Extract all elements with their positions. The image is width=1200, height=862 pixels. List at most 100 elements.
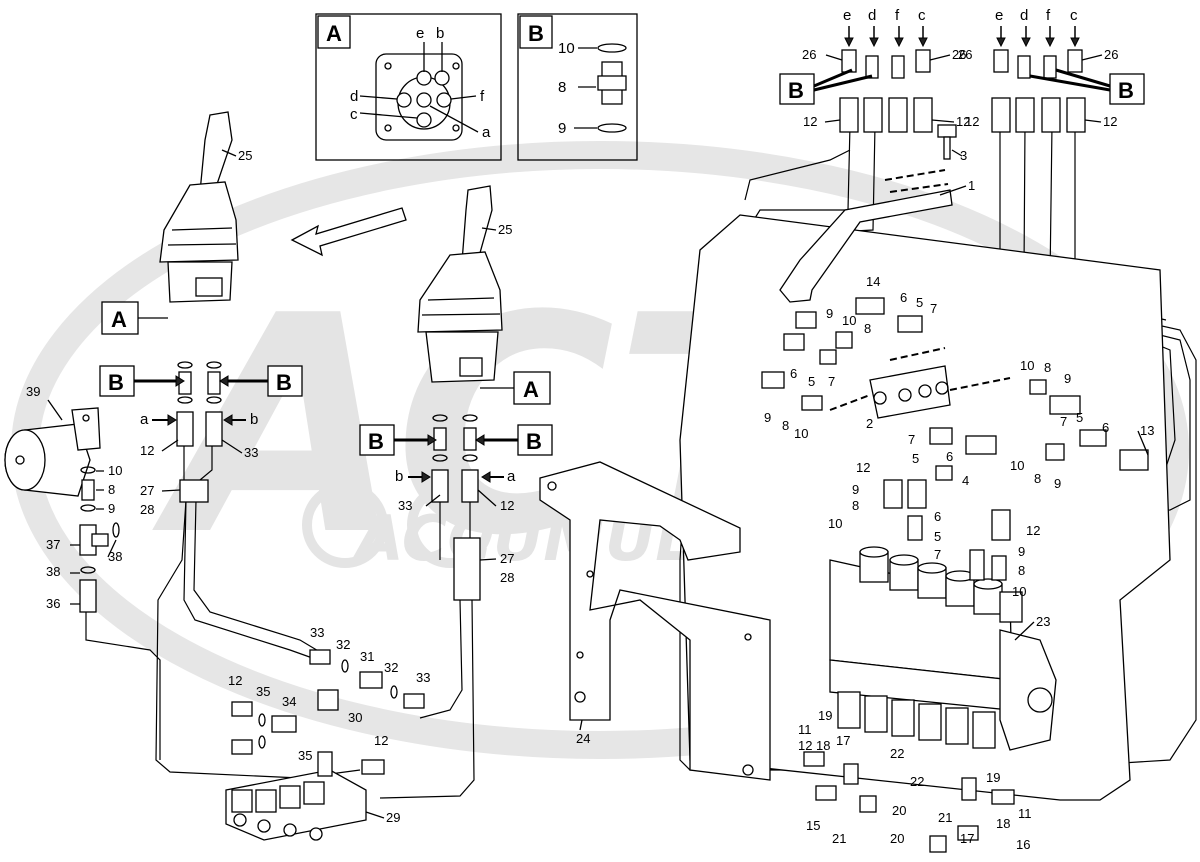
label-12: 12 [374,733,388,748]
detail-A-label-b: b [436,25,444,42]
label-39: 39 [26,384,40,399]
label-8: 8 [852,498,859,513]
left-fittings [176,361,223,503]
label-29: 29 [386,810,400,825]
callout-B-letter: B [1118,78,1134,103]
accumulator-39 [4,407,101,497]
detail-B-label-9: 9 [558,120,566,137]
label-9: 9 [826,306,833,321]
label-33: 33 [244,445,258,460]
label-38: 38 [46,564,60,579]
label-32: 32 [336,637,350,652]
detail-B: B 10 8 9 [517,13,638,161]
label-21: 21 [832,831,846,846]
callout-B-2: B [219,365,303,397]
label-17: 17 [836,733,850,748]
label-18: 18 [816,738,830,753]
detail-B-letter: B [528,21,544,46]
label-12: 12 [1103,114,1117,129]
label-34: 34 [282,694,296,709]
bracket-1 [779,169,953,303]
label-26: 26 [952,47,966,62]
label-31: 31 [360,649,374,664]
label-21: 21 [938,810,952,825]
flow-a-label: a [140,411,149,428]
label-35: 35 [298,748,312,763]
port-letter-f: f [1046,7,1051,24]
label-5: 5 [912,451,919,466]
callout-B-letter: B [788,78,804,103]
label-22: 22 [910,774,924,789]
port-letter-c: c [918,7,926,24]
part-labels: 25 25 39 10 8 9 37 38 38 36 12 33 27 28 … [26,47,1154,852]
label-32: 32 [384,660,398,675]
label-10: 10 [842,313,856,328]
callout-B-1: B [99,365,185,397]
label-10: 10 [828,516,842,531]
label-28: 28 [140,502,154,517]
label-9: 9 [1064,371,1071,386]
label-8: 8 [1018,563,1025,578]
label-7: 7 [1060,414,1067,429]
right-fittings [431,414,481,601]
label-23: 23 [1036,614,1050,629]
label-19: 19 [986,770,1000,785]
manifold-29 [225,769,367,841]
label-7: 7 [908,432,915,447]
detail-A-label-d: d [350,88,358,105]
label-6: 6 [900,290,907,305]
callout-A-left-letter: A [111,307,127,332]
valve-block-2 [829,347,1011,419]
label-9: 9 [108,501,115,516]
label-19: 19 [818,708,832,723]
detail-A: A e b d f c a [315,13,502,161]
label-22: 22 [890,746,904,761]
port-letter-c: c [1070,7,1078,24]
label-11: 11 [798,722,812,737]
label-12: 12 [803,114,817,129]
label-3: 3 [960,148,967,163]
label-5: 5 [1076,410,1083,425]
label-8: 8 [864,321,871,336]
callout-B-letter: B [526,429,542,454]
solenoid-coils [859,546,1023,623]
mid-fittings [231,649,425,777]
label-7: 7 [828,374,835,389]
bracket-24 [539,461,771,781]
label-26: 26 [1104,47,1118,62]
label-9: 9 [1054,476,1061,491]
detail-B-label-10: 10 [558,40,575,57]
callout-B-letter: B [368,429,384,454]
callout-B-6: B [1029,68,1145,105]
port-letters-right: e d f c [995,7,1080,48]
label-13: 13 [1140,423,1154,438]
flow-a-label: a [507,468,516,485]
label-10: 10 [1020,358,1034,373]
port-letter-d: d [868,7,876,24]
callout-A-right: A [480,371,551,405]
callout-B-letter: B [276,370,292,395]
label-5: 5 [808,374,815,389]
label-9: 9 [764,410,771,425]
label-9: 9 [1018,544,1025,559]
label-12: 12 [228,673,242,688]
label-10: 10 [794,426,808,441]
label-8: 8 [1044,360,1051,375]
direction-arrow [290,207,407,257]
watermark-gear-icon [407,482,493,568]
label-11: 11 [1018,806,1032,821]
label-10: 10 [108,463,122,478]
label-1: 1 [968,178,975,193]
callout-B-5: B [779,68,873,105]
callout-A-right-letter: A [523,377,539,402]
label-6: 6 [790,366,797,381]
label-7: 7 [934,547,941,562]
label-25: 25 [238,148,252,163]
label-25: 25 [498,222,512,237]
label-5: 5 [934,529,941,544]
detail-A-label-c: c [350,106,358,123]
label-35: 35 [256,684,270,699]
port-letter-f: f [895,7,900,24]
label-12: 12 [798,738,812,753]
